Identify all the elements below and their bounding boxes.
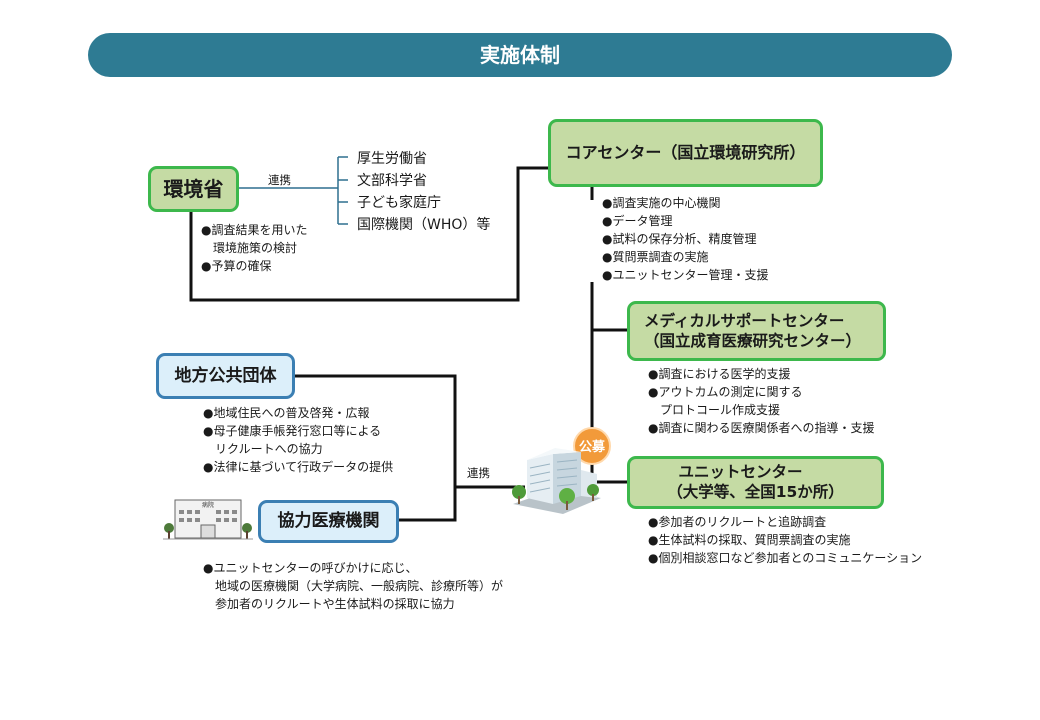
recruitment-badge: 公募	[573, 427, 611, 465]
role-item: ●アウトカムの測定に関する	[648, 385, 803, 399]
local-government-label: 地方公共団体	[174, 365, 277, 386]
ministry-partners: 厚生労働省 文部科学省 子ども家庭庁 国際機関（WHO）等	[357, 148, 490, 236]
medical-support-center-name: メディカルサポートセンター	[644, 311, 845, 330]
core-center-roles: ●調査実施の中心機関 ●データ管理 ●試料の保存分析、精度管理 ●質問票調査の実…	[602, 194, 768, 284]
role-item: ●調査結果を用いた	[201, 223, 308, 237]
partner-item: 文部科学省	[357, 173, 427, 189]
ministry-roles: ●調査結果を用いた 環境施策の検討 ●予算の確保	[201, 221, 307, 275]
partner-item: 国際機関（WHO）等	[357, 217, 491, 233]
role-item: ●ユニットセンター管理・支援	[602, 268, 769, 282]
page-title: 実施体制	[88, 33, 952, 77]
medical-support-center-org: （国立成育医療研究センター）	[644, 332, 862, 350]
role-item: ●予算の確保	[201, 259, 272, 273]
role-item: ●個別相談窓口など参加者とのコミュニケーション	[648, 551, 923, 565]
role-item: ●データ管理	[602, 214, 673, 228]
ministry-link-label: 連携	[268, 173, 291, 187]
hospital-sign: 病院	[202, 502, 215, 509]
core-center-box: コアセンター（国立環境研究所）	[548, 119, 823, 187]
role-item: ●地域住民への普及啓発・広報	[203, 406, 370, 420]
unit-center-name: ユニットセンター	[678, 463, 803, 482]
role-item: プロトコール作成支援	[660, 403, 781, 417]
cooperation-link-label: 連携	[467, 466, 490, 480]
role-item: 環境施策の検討	[213, 241, 298, 255]
university-building-icon	[512, 448, 601, 514]
unit-center-box: ユニットセンター （大学等、全国15か所）	[627, 456, 884, 509]
environment-ministry-box: 環境省	[148, 166, 239, 212]
unit-center-roles: ●参加者のリクルートと追跡調査 ●生体試料の採取、質問票調査の実施 ●個別相談窓…	[648, 513, 922, 567]
hospital-building-icon: 病院	[163, 494, 253, 546]
environment-ministry-label: 環境省	[163, 177, 224, 201]
local-government-box: 地方公共団体	[156, 353, 295, 399]
role-item: ●母子健康手帳発行窓口等による	[203, 424, 382, 438]
local-government-roles: ●地域住民への普及啓発・広報 ●母子健康手帳発行窓口等による リクルートへの協力…	[203, 404, 393, 476]
partner-item: 厚生労働省	[357, 151, 427, 167]
cooperating-medical-roles: ●ユニットセンターの呼びかけに応じ、 地域の医療機関（大学病院、一般病院、診療所…	[203, 559, 503, 613]
role-item: ●試料の保存分析、精度管理	[602, 232, 757, 246]
role-item: ●生体試料の採取、質問票調査の実施	[648, 533, 851, 547]
medical-support-center-box: メディカルサポートセンター （国立成育医療研究センター）	[627, 301, 886, 361]
cooperating-medical-label: 協力医療機関	[277, 511, 380, 532]
role-item: ●調査に関わる医療関係者への指導・支援	[648, 421, 875, 435]
partner-item: 子ども家庭庁	[357, 195, 441, 211]
role-item: ●参加者のリクルートと追跡調査	[648, 515, 827, 529]
unit-center-scope: （大学等、全国15か所）	[667, 482, 844, 501]
role-item: ●調査実施の中心機関	[602, 196, 721, 210]
cooperating-medical-box: 協力医療機関	[258, 500, 399, 543]
role-item: 参加者のリクルートや生体試料の採取に協力	[215, 597, 455, 611]
medical-support-roles: ●調査における医学的支援 ●アウトカムの測定に関する プロトコール作成支援 ●調…	[648, 365, 874, 437]
role-item: リクルートへの協力	[215, 442, 323, 456]
role-item: ●法律に基づいて行政データの提供	[203, 460, 394, 474]
role-item: 地域の医療機関（大学病院、一般病院、診療所等）が	[215, 579, 504, 593]
role-item: ●調査における医学的支援	[648, 367, 791, 381]
core-center-label: コアセンター（国立環境研究所）	[565, 142, 806, 162]
role-item: ●質問票調査の実施	[602, 250, 709, 264]
role-item: ●ユニットセンターの呼びかけに応じ、	[203, 561, 418, 575]
